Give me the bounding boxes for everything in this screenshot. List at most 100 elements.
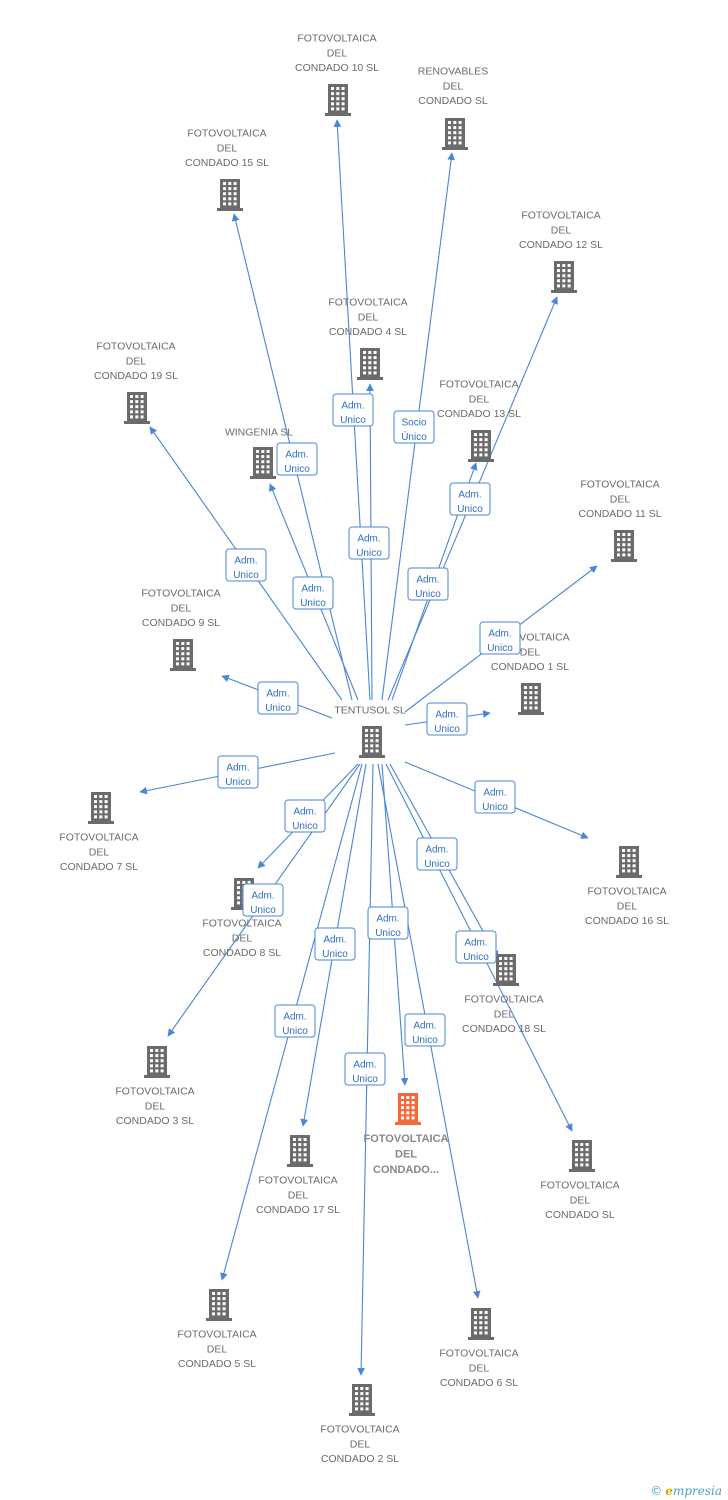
- relation-label-n13[interactable]: Adm.Unico: [407, 567, 449, 601]
- building-window: [365, 729, 368, 732]
- building-window: [580, 1153, 584, 1157]
- building-window: [373, 351, 377, 354]
- relation-text: Adm.Unico: [482, 788, 508, 814]
- building-window: [155, 1069, 159, 1073]
- node-n9-building-icon[interactable]: [170, 639, 196, 671]
- relation-label-n15[interactable]: Adm.Unico: [276, 442, 318, 476]
- building-window: [632, 849, 636, 852]
- building-window: [233, 202, 237, 206]
- center-node-building-icon[interactable]: [359, 726, 385, 758]
- building-window: [479, 448, 483, 452]
- relation-label-n16[interactable]: Adm.Unico: [474, 780, 516, 814]
- logo-wordmark: mpresia: [672, 1484, 722, 1498]
- building-window: [222, 1312, 226, 1316]
- building-window: [557, 264, 560, 267]
- building-window: [217, 1307, 221, 1311]
- relation-label-n12[interactable]: Adm.Unico: [449, 482, 491, 516]
- building-window: [217, 1312, 221, 1316]
- building-window: [401, 1096, 404, 1099]
- label-line: CONDADO SL: [418, 95, 488, 107]
- relation-label-n3[interactable]: Adm.Unico: [242, 883, 284, 917]
- relation-label-n11[interactable]: Adm.Unico: [479, 621, 521, 655]
- node-n18-building-icon[interactable]: [493, 954, 519, 986]
- relation-label-win[interactable]: Adm.Unico: [292, 576, 334, 610]
- relation-line: Adm.: [283, 1012, 306, 1023]
- relation-label-n7[interactable]: Adm.Unico: [217, 755, 259, 789]
- relation-line: Adm.: [464, 938, 487, 949]
- building-window: [479, 453, 483, 457]
- building-window: [575, 1143, 578, 1146]
- relation-label-n1[interactable]: Adm.Unico: [426, 702, 468, 736]
- relation-line: Unico: [300, 598, 326, 609]
- building-window: [524, 686, 527, 689]
- building-window: [181, 647, 185, 651]
- relation-label-n5[interactable]: Adm.Unico: [274, 1004, 316, 1038]
- building-window: [261, 460, 265, 464]
- building-window: [266, 470, 270, 474]
- node-n5-building-icon[interactable]: [206, 1289, 232, 1321]
- building-window: [458, 121, 462, 124]
- node-n11-building-icon[interactable]: [611, 530, 637, 562]
- building-window: [368, 351, 372, 354]
- building-window: [557, 269, 560, 273]
- building-window: [155, 1064, 159, 1068]
- building-base: [325, 113, 351, 116]
- building-window: [140, 395, 144, 398]
- label-line: CONDADO 10 SL: [295, 62, 379, 74]
- node-n7-building-icon[interactable]: [88, 792, 114, 824]
- building-window: [529, 696, 533, 700]
- relation-label-n18[interactable]: Adm.Unico: [416, 837, 458, 871]
- relation-label-nsl[interactable]: Adm.Unico: [455, 930, 497, 964]
- node-n19-building-icon[interactable]: [124, 392, 150, 424]
- label-line: FOTOVOLTAICA: [96, 340, 175, 352]
- building-window: [94, 805, 97, 809]
- building-window: [567, 284, 571, 288]
- node-n16-building-icon[interactable]: [616, 846, 642, 878]
- relation-label-n17[interactable]: Adm.Unico: [314, 927, 356, 961]
- relation-line: Adm.: [483, 788, 506, 799]
- label-line: FOTOVOLTAICA: [587, 885, 666, 897]
- building-window: [632, 859, 636, 863]
- node-n4-building-icon[interactable]: [357, 348, 383, 380]
- relation-label-hl[interactable]: Adm.Unico: [367, 906, 409, 940]
- building-window: [160, 1049, 164, 1052]
- building-window: [411, 1111, 415, 1115]
- node-n3-building-icon[interactable]: [144, 1046, 170, 1078]
- building-window: [509, 967, 513, 971]
- relation-label-n6[interactable]: Adm.Unico: [404, 1013, 446, 1047]
- label-line: CONDADO 12 SL: [519, 239, 603, 251]
- building-window: [223, 187, 226, 191]
- node-hl-building-icon[interactable]: [395, 1093, 421, 1125]
- node-n12-building-icon[interactable]: [551, 261, 577, 293]
- node-n10-building-icon[interactable]: [325, 84, 351, 116]
- building-window: [212, 1292, 215, 1295]
- building-window: [228, 197, 232, 201]
- relation-box: [276, 442, 318, 476]
- node-n13-building-icon[interactable]: [468, 430, 494, 462]
- relation-label-n2[interactable]: Adm.Unico: [344, 1052, 386, 1086]
- node-nsl-building-icon[interactable]: [569, 1140, 595, 1172]
- relation-line: Único: [401, 430, 427, 443]
- relation-label-n10[interactable]: Adm.Unico: [332, 393, 374, 427]
- label-line: DEL: [551, 224, 572, 236]
- node-n6-building-icon[interactable]: [468, 1308, 494, 1340]
- building-window: [499, 977, 502, 981]
- building-window: [617, 548, 620, 552]
- relation-label-n19[interactable]: Adm.Unico: [225, 548, 267, 582]
- node-win-building-icon[interactable]: [250, 447, 276, 479]
- relation-label-n4[interactable]: Adm.Unico: [348, 526, 390, 560]
- node-n17-building-icon[interactable]: [287, 1135, 313, 1167]
- relation-label-n8[interactable]: Adm.Unico: [284, 799, 326, 833]
- node-ren-building-icon[interactable]: [442, 118, 468, 150]
- node-n1-building-icon[interactable]: [518, 683, 544, 715]
- building-window: [474, 443, 477, 447]
- relation-label-n9[interactable]: Adm.Unico: [257, 681, 299, 715]
- building-window: [524, 701, 527, 705]
- relation-box: [367, 906, 409, 940]
- building-window: [266, 450, 270, 453]
- node-n2-building-icon[interactable]: [349, 1384, 375, 1416]
- node-n15-building-icon[interactable]: [217, 179, 243, 211]
- label-line: DEL: [350, 1438, 371, 1450]
